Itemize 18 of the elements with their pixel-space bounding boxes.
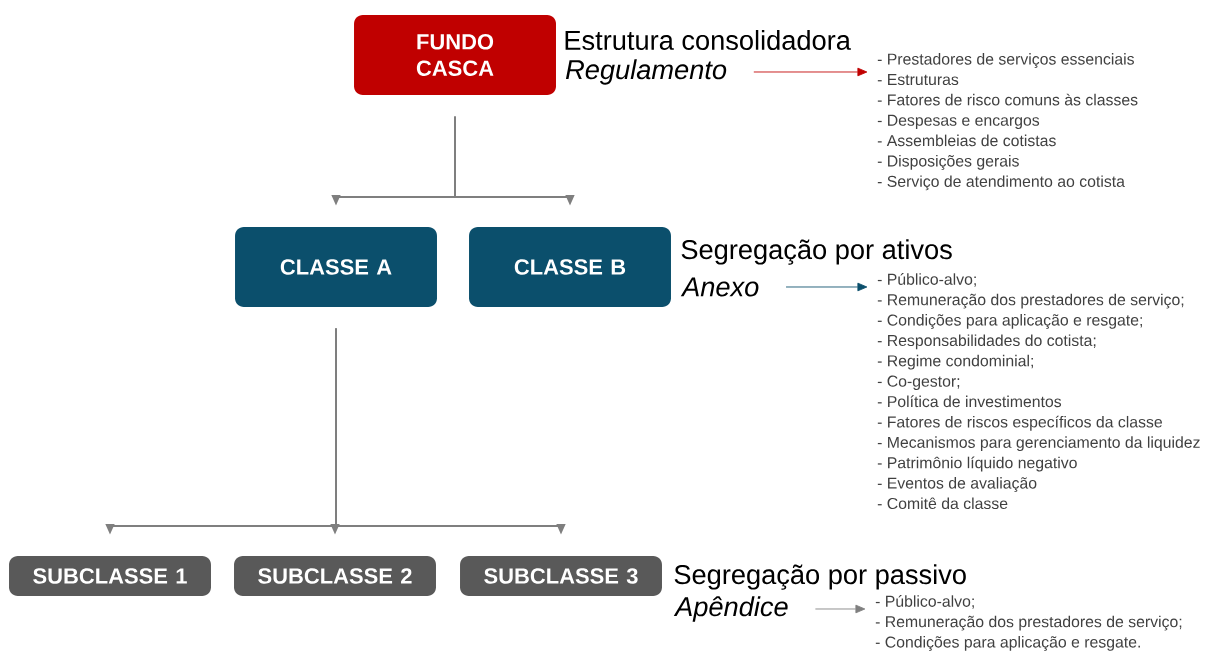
subclass-box: SUBCLASSE 2 xyxy=(234,556,436,596)
arrow xyxy=(785,282,868,292)
bullet-list: - Público-alvo; - Remuneração dos prestadores de serviço; - Condições para aplicação e resgate; - Responsabilidades do cotista; - Regime condominial; - Co-gestor; - Política de investimentos - Fatores de riscos específicos da classe - Mecanismos para gerenciamento da liquidez - Patrimônio líquido negativo - Eventos de avaliação - Comitê da classe xyxy=(877,273,1200,510)
heading: Segregação por passivo xyxy=(674,564,966,590)
document-label: Anexo xyxy=(680,277,759,297)
arrow xyxy=(814,604,866,614)
class-box: CLASSE B xyxy=(469,227,671,307)
subclass-box: SUBCLASSE 3 xyxy=(460,556,662,596)
class-box: CLASSE A xyxy=(235,227,437,307)
arrow xyxy=(753,67,868,77)
bullet-list: - Público-alvo; - Remuneração dos prestadores de serviço; - Condições para aplicação e resgate. xyxy=(875,595,1182,651)
heading: Segregação por ativos xyxy=(681,239,952,265)
subclass-box: SUBCLASSE 1 xyxy=(9,556,211,596)
heading: Estrutura consolidadora xyxy=(565,30,851,50)
bullet-list: - Prestadores de serviços essenciais - Estruturas - Fatores de risco comuns às classes - Despesas e encargos - Assembleias de cotistas - Disposições gerais - Serviço de atendimento ao cotista xyxy=(877,53,1138,191)
fund-box: FUNDO CASCA xyxy=(354,15,556,95)
document-label: Apêndice xyxy=(673,596,788,622)
document-label: Regulamento xyxy=(565,59,727,85)
